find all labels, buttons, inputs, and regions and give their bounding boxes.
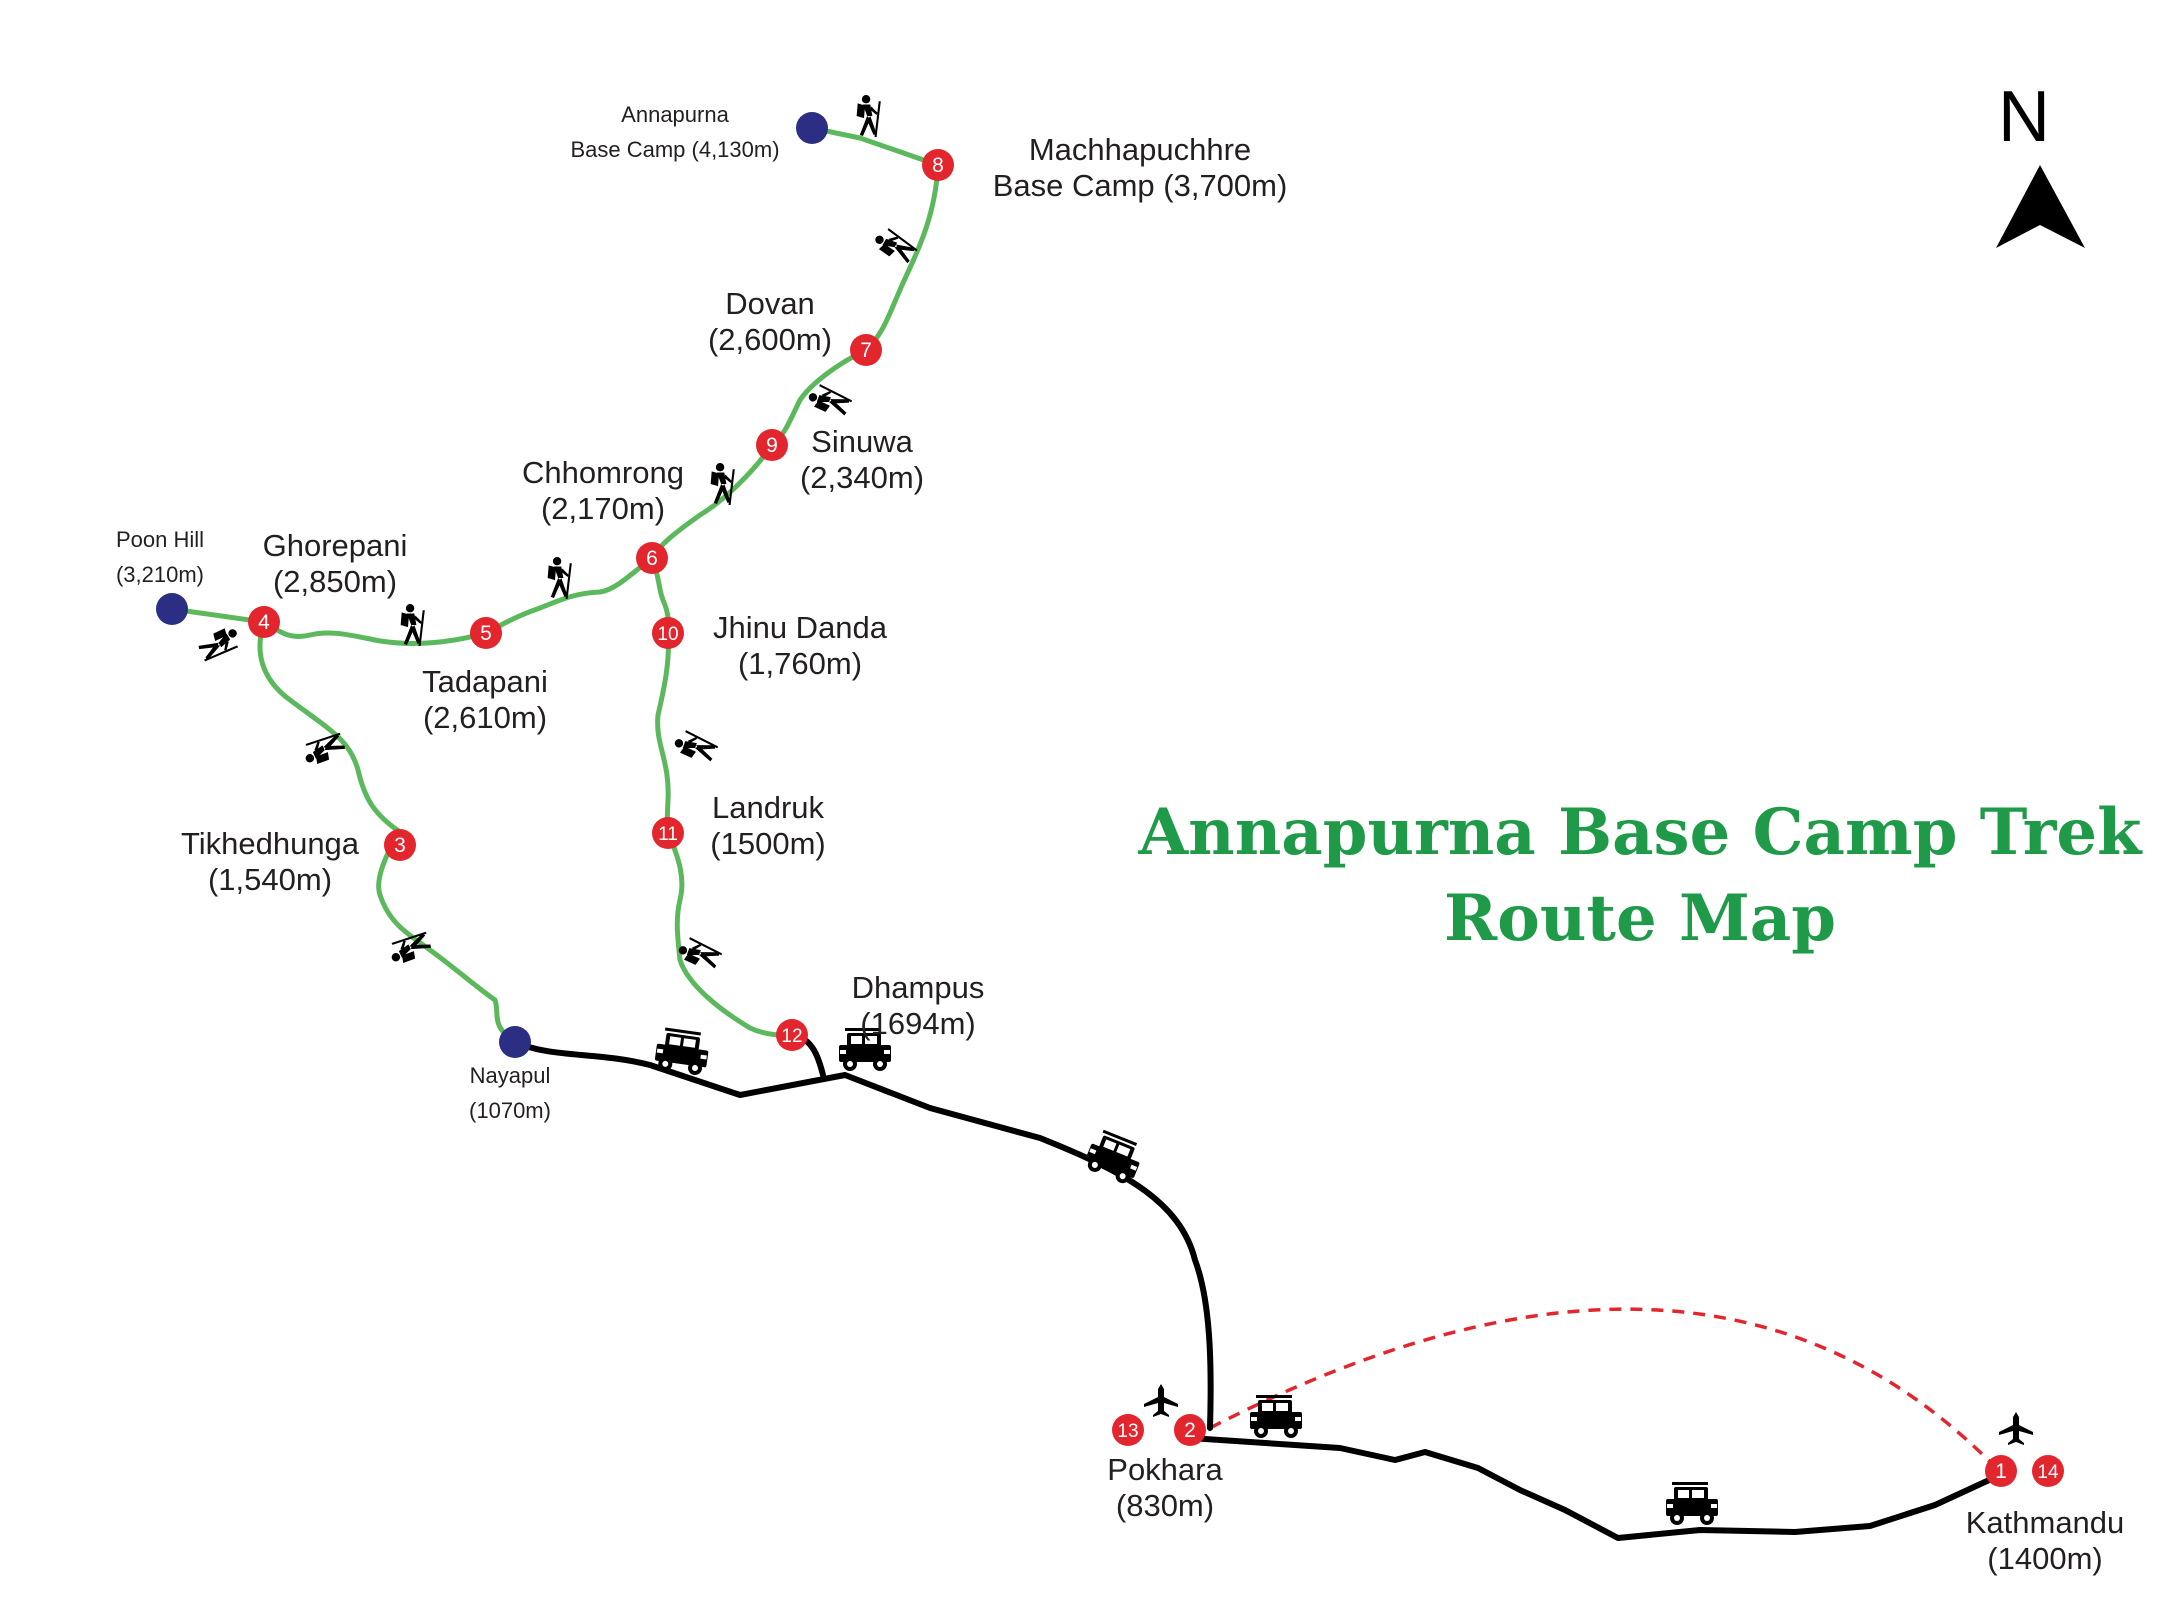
- label-tadapani: Tadapani(2,610m): [422, 664, 548, 735]
- stop-5: 5: [470, 617, 502, 649]
- trek-ghorepani-tikhedhunga: [257, 619, 403, 835]
- hiker-icon: [671, 728, 720, 766]
- svg-text:4: 4: [258, 611, 270, 634]
- svg-text:3: 3: [394, 834, 406, 857]
- north-label: N: [1998, 77, 2050, 157]
- stop-8: 8: [922, 149, 954, 181]
- north-arrow-icon: [1996, 165, 2085, 248]
- label-sinuwa: Sinuwa(2,340m): [799, 424, 925, 495]
- stop-markers: 1 2 3 4 5 6 7 8 9 10 11 12 13 14: [248, 149, 2064, 1487]
- stop-6: 6: [636, 542, 668, 574]
- stop-7: 7: [850, 334, 882, 366]
- stop-14: 14: [2032, 1455, 2064, 1487]
- svg-text:8: 8: [932, 154, 944, 177]
- marker-nayapul: [499, 1026, 531, 1058]
- hiker-icon: [856, 95, 881, 137]
- label-dhampus: Dhampus(1694m): [851, 970, 985, 1041]
- jeep-icon: [653, 1026, 711, 1077]
- map-title-line1: Annapurna Base Camp Trek: [1138, 795, 2142, 870]
- hiker-icon: [547, 557, 572, 599]
- trek-chhomrong-tadapani: [483, 555, 655, 636]
- label-poon-hill: Poon Hill(3,210m): [115, 527, 205, 588]
- svg-text:13: 13: [1117, 1421, 1138, 1442]
- label-tikhedhunga: Tikhedhunga(1,540m): [180, 826, 360, 897]
- jeep-icon: [1250, 1395, 1302, 1438]
- svg-text:1: 1: [1995, 1460, 2007, 1483]
- marker-poon-hill: [156, 593, 188, 625]
- svg-text:2: 2: [1184, 1419, 1196, 1442]
- svg-text:5: 5: [480, 622, 492, 645]
- trek-landruk-dhampus: [665, 830, 798, 1038]
- trek-mbc-dovan: [863, 162, 941, 353]
- trek-jhinu-landruk: [655, 630, 671, 836]
- label-landruk: Landruk(1500m): [710, 790, 826, 861]
- label-ghorepani: Ghorepani(2,850m): [262, 528, 408, 599]
- svg-text:11: 11: [658, 824, 678, 845]
- marker-annapurna-base-camp: [796, 112, 828, 144]
- stop-11: 11: [652, 817, 684, 849]
- trek-tikhedhunga-nayapul: [376, 829, 518, 1045]
- stop-4: 4: [248, 606, 280, 638]
- road-routes: [512, 1032, 2003, 1541]
- jeep-icon: [1666, 1482, 1718, 1525]
- trek-abc-mbc: [809, 125, 941, 168]
- jeep-icon: [1082, 1127, 1147, 1187]
- jeep-icons: [653, 1026, 1718, 1525]
- stop-9: 9: [756, 429, 788, 461]
- svg-text:12: 12: [781, 1026, 802, 1047]
- stop-2: 2: [1174, 1414, 1206, 1446]
- label-pokhara: Pokhara(830m): [1107, 1452, 1223, 1523]
- trek-tadapani-ghorepani: [261, 619, 489, 646]
- map-title-line2: Route Map: [1443, 881, 1837, 957]
- svg-text:10: 10: [657, 624, 678, 645]
- stop-12: 12: [776, 1019, 808, 1051]
- stop-1: 1: [1985, 1455, 2017, 1487]
- svg-text:6: 6: [646, 547, 658, 570]
- label-kathmandu: Kathmandu(1400m): [1965, 1505, 2125, 1576]
- label-nayapul: Nayapul(1070m): [469, 1063, 551, 1124]
- hiker-icon: [299, 728, 349, 769]
- label-jhinu-danda: Jhinu Danda(1,760m): [712, 610, 888, 681]
- road-pokhara-kathmandu: [1187, 1435, 2003, 1541]
- airplane-icon: [1144, 1384, 1178, 1417]
- hiker-icon: [400, 604, 425, 646]
- svg-text:9: 9: [766, 434, 778, 457]
- stop-10: 10: [652, 617, 684, 649]
- label-dovan: Dovan(2,600m): [707, 286, 833, 357]
- airplane-icon: [1999, 1412, 2033, 1445]
- svg-text:14: 14: [2037, 1462, 2059, 1483]
- flight-route: [1209, 1307, 2002, 1474]
- label-chhomrong: Chhomrong(2,170m): [522, 455, 684, 526]
- road-nayapul-pokhara: [512, 1039, 1214, 1431]
- hiker-icon: [195, 623, 244, 666]
- svg-text:7: 7: [860, 339, 872, 362]
- stop-3: 3: [384, 829, 416, 861]
- map-title: Annapurna Base Camp Trek Route Map: [1080, 790, 2176, 963]
- stop-13: 13: [1112, 1414, 1144, 1446]
